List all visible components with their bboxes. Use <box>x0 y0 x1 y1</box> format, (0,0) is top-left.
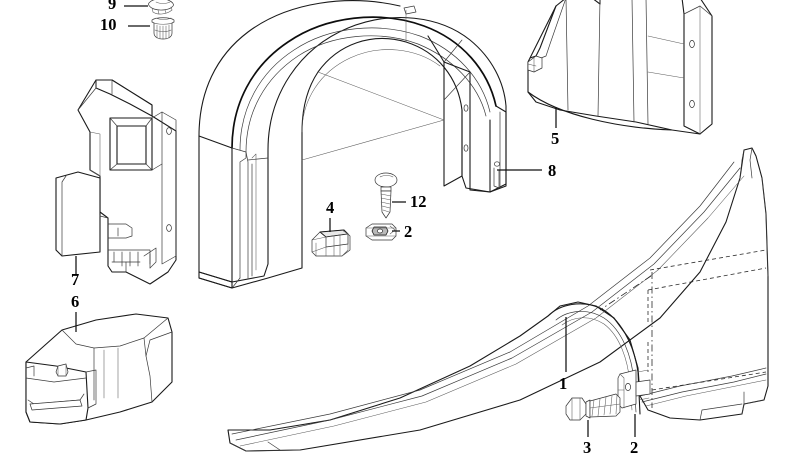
part-10-expanding-nut <box>151 17 175 40</box>
part-2-clamping-nut-plate-center <box>365 223 397 241</box>
callout-label-3: 3 <box>583 438 592 457</box>
part-2-clamping-nut-plate-bottom <box>617 369 651 409</box>
callout-leader-lines <box>75 5 636 437</box>
part-6-air-duct <box>25 313 173 425</box>
callout-label-10: 10 <box>100 15 117 34</box>
callout-label-5: 5 <box>551 129 560 148</box>
callout-label-1: 1 <box>559 374 568 393</box>
callout-label-8: 8 <box>548 161 557 180</box>
callout-label-4: 4 <box>326 198 335 217</box>
callout-label-9: 9 <box>108 0 117 13</box>
callout-label-12: 12 <box>410 192 427 211</box>
part-12-oval-head-screw <box>374 172 398 219</box>
part-5-engine-compartment-shield <box>527 0 713 135</box>
callout-label-2b: 2 <box>630 438 639 457</box>
part-4-retaining-clip <box>311 229 351 257</box>
callout-label-6: 6 <box>71 292 80 311</box>
callout-label-7: 7 <box>71 270 80 289</box>
part-1-front-fender <box>227 147 769 452</box>
part-7-support-bracket <box>55 79 177 285</box>
callout-label-2a: 2 <box>404 222 413 241</box>
part-9-expanding-rivet <box>148 0 174 15</box>
part-3-hex-head-bolt <box>565 393 621 421</box>
part-8-wheel-arch-liner <box>198 0 507 289</box>
